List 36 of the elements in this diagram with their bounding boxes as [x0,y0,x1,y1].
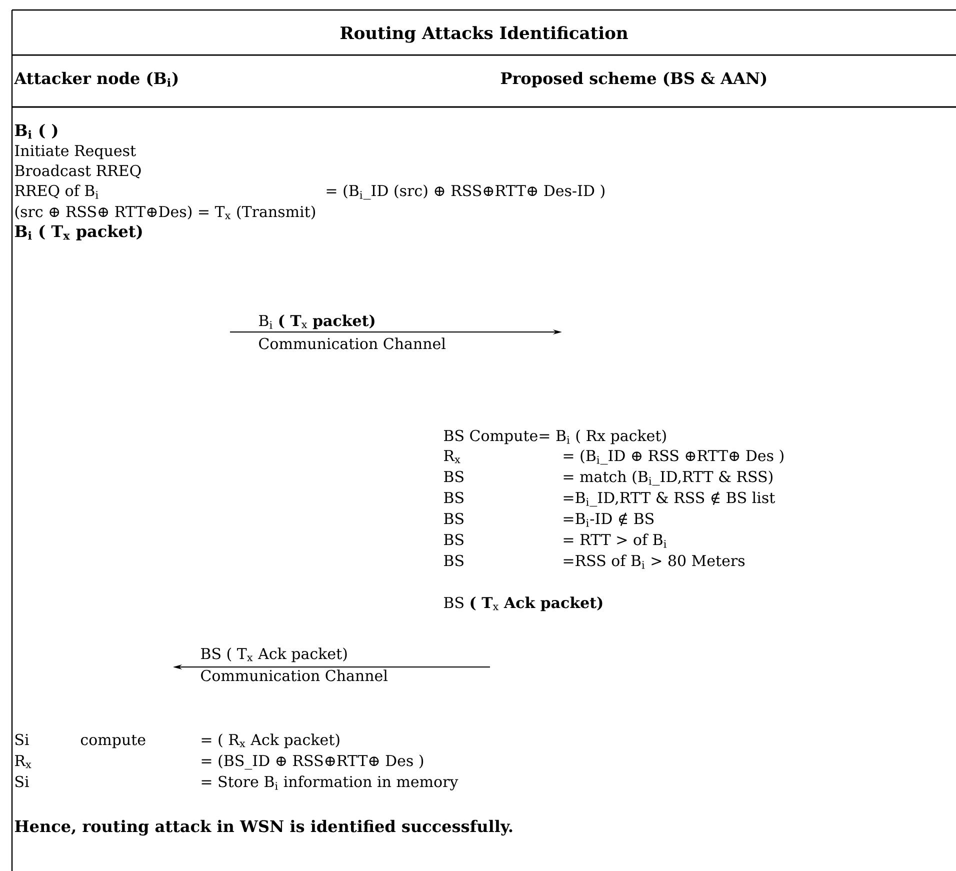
text-label: =RSS of B$_{i}$ > 80 Meters [564,554,745,569]
text-label: BS [444,512,464,524]
text-label: = (B$_{i}$_ID ⊕ RSS ⊕RTT⊕ Des ) [564,450,784,465]
text-label: Communication Channel [201,670,388,682]
text-label: BS Compute= B$_{i}$ ( Rx packet) [444,430,666,444]
text-label: Hence, routing attack in WSN is identified successfully. [14,820,512,836]
text-label: Si [15,776,29,788]
text-label: B$_{i}$ ( T$_{x}$ packet) [14,224,142,240]
text-label: BS [444,534,464,546]
text-label: = RTT > of B$_{i}$ [564,534,666,548]
text-label: = Store B$_{i}$ information in memory [202,776,458,790]
text-label: = match (B$_{i}$_ID,RTT & RSS) [564,470,772,486]
text-label: BS [444,470,464,482]
text-label: Si [15,734,29,746]
text-label: Communication Channel [259,338,446,350]
text-label: B$_{i}$ ( ) [14,124,58,139]
text-label: BS [444,554,464,566]
text-label: B$_{i}$ ( T$_{x}$ packet) [259,314,374,330]
text-label: = ( R$_{x}$ Ack packet) [202,734,340,748]
text-label: BS ( T$_{x}$ Ack packet) [201,648,347,662]
text-label: BS ( T$_{x}$ Ack packet) [444,596,602,612]
text-label: compute [80,734,146,748]
text-label: Attacker node (B$_{i}$) [14,72,178,87]
text-label: Broadcast RREQ [15,164,141,178]
text-label: =B$_{i}$-ID ∉ BS [564,512,654,527]
table-title: Routing Attacks Identification [340,26,628,43]
text-label: (src ⊕ RSS⊕ RTT⊕Des) = T$_{x}$ (Transmit) [15,206,315,220]
text-label: R$_{x}$ [15,755,32,768]
text-label: BS [444,492,464,504]
text-label: Proposed scheme (BS & AAN) [500,72,766,88]
text-label: Initiate Request [15,144,136,160]
text-label: R$_{x}$ [444,450,460,464]
text-label: = (BS_ID ⊕ RSS⊕RTT⊕ Des ) [202,754,424,770]
text-label: RREQ of B$_{i}$ [15,184,98,199]
text-label: = (B$_{i}$_ID (src) ⊕ RSS⊕RTT⊕ Des-ID ) [326,184,604,200]
text-label: =B$_{i}$_ID,RTT & RSS ∉ BS list [564,492,776,507]
